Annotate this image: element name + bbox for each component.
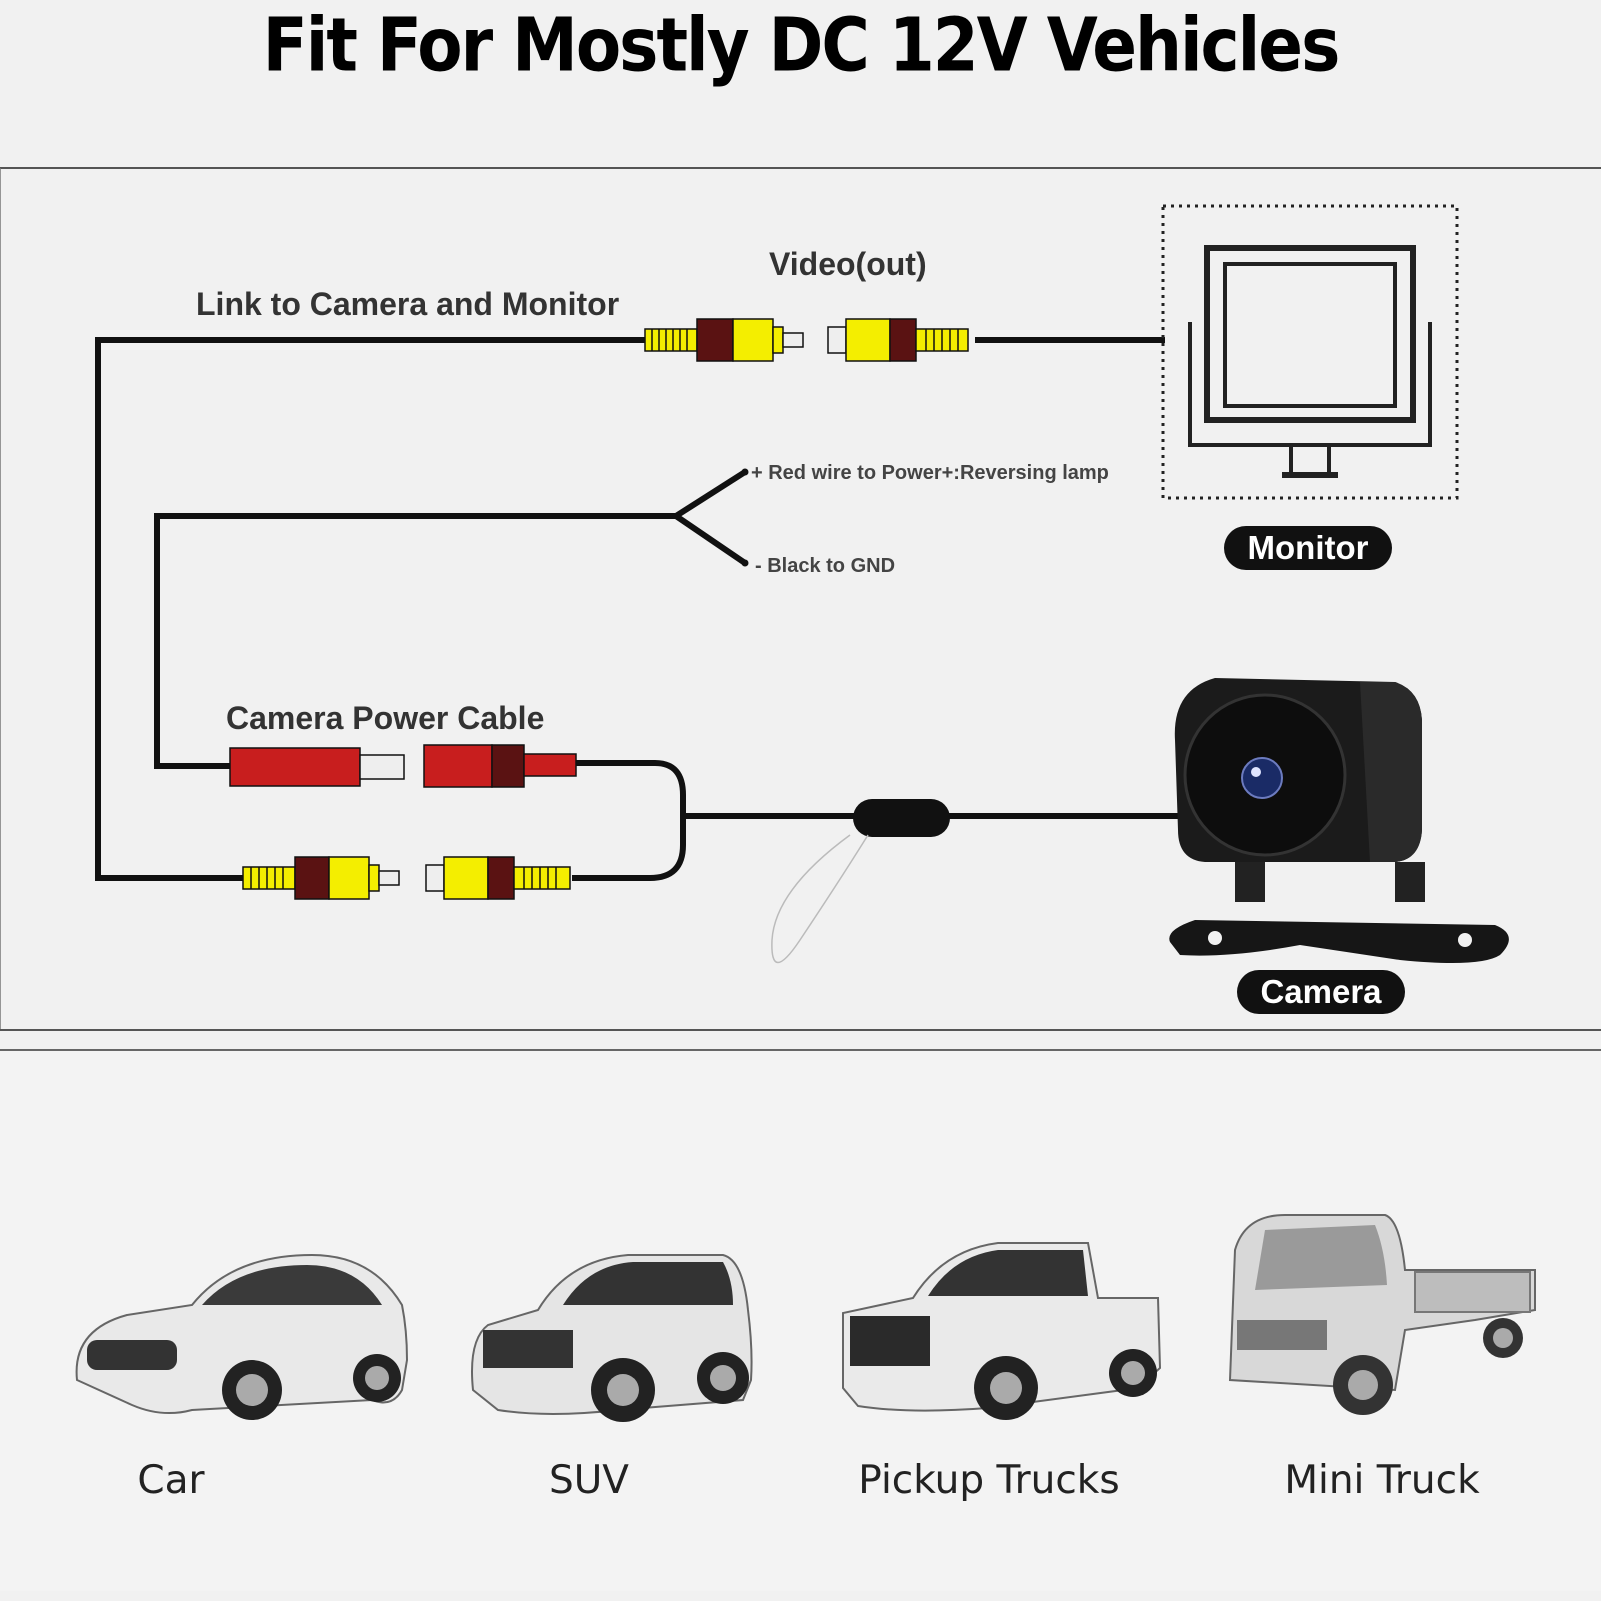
page-title: Fit For Mostly DC 12V Vehicles — [262, 2, 1341, 89]
rca-male-top — [644, 318, 804, 362]
video-out-label: Video(out) — [769, 246, 927, 282]
red-wire-end — [741, 468, 749, 476]
suv-icon — [471, 1254, 753, 1422]
rca-female-top — [827, 318, 969, 362]
video-link-wire — [95, 337, 650, 881]
black-wire-label: - Black to GND — [755, 555, 896, 577]
thin-wire-loop — [771, 834, 869, 963]
inline-module — [853, 799, 950, 837]
link-camera-monitor-label: Link to Camera and Monitor — [196, 286, 620, 322]
red-wire-label: + Red wire to Power+:Reversing lamp — [751, 462, 1109, 484]
monitor-icon — [1161, 204, 1459, 500]
camera-label: Camera — [1237, 970, 1405, 1014]
black-wire-end — [741, 559, 749, 567]
vehicle-label-car: Car — [137, 1458, 205, 1503]
car-icon — [75, 1253, 409, 1420]
vehicle-label-mini-truck: Mini Truck — [1284, 1458, 1480, 1503]
power-socket — [423, 744, 577, 788]
monitor-label: Monitor — [1224, 526, 1392, 570]
mini-truck-icon — [1228, 1214, 1536, 1415]
camera-icon — [1169, 678, 1509, 964]
rca-male-bottom — [242, 856, 400, 900]
camera-power-cable-label: Camera Power Cable — [226, 700, 545, 736]
red-wire-branch — [674, 469, 747, 519]
wires — [95, 337, 1185, 881]
black-wire-branch — [674, 513, 747, 566]
power-link-wire — [154, 513, 676, 769]
vehicle-label-pickup: Pickup Trucks — [858, 1458, 1120, 1503]
pickup-truck-icon — [842, 1242, 1162, 1420]
camera-loop-wire — [572, 760, 686, 881]
vehicle-label-suv: SUV — [549, 1458, 629, 1503]
power-plug — [229, 747, 405, 787]
rca-female-bottom — [425, 856, 571, 900]
